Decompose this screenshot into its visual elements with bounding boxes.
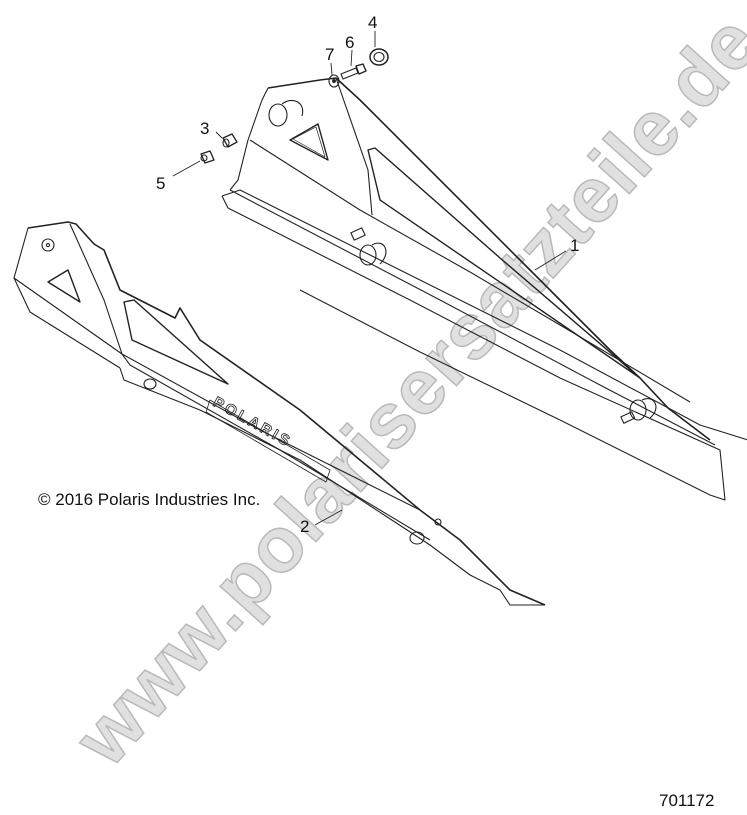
part-1-bracket	[221, 77, 747, 501]
drawing-number: 701172	[659, 791, 715, 810]
copyright-notice: © 2016 Polaris Industries Inc.	[38, 490, 261, 509]
callout-4: 4	[368, 13, 378, 32]
part-7-washer	[328, 74, 340, 88]
callout-1: 1	[570, 236, 580, 255]
leader-lines	[172, 31, 567, 526]
callout-6: 6	[345, 33, 355, 52]
part-4-grommet	[369, 48, 389, 66]
part-5-nut	[200, 150, 215, 164]
callout-3: 3	[200, 119, 210, 138]
part-3-spacer	[222, 133, 238, 148]
callout-5: 5	[156, 174, 166, 193]
callout-2: 2	[300, 517, 310, 536]
callout-7: 7	[325, 45, 335, 64]
part-6-bolt	[340, 63, 367, 80]
part-2-bracket: POLARIS	[13, 221, 546, 606]
polaris-logo: POLARIS	[210, 394, 295, 451]
